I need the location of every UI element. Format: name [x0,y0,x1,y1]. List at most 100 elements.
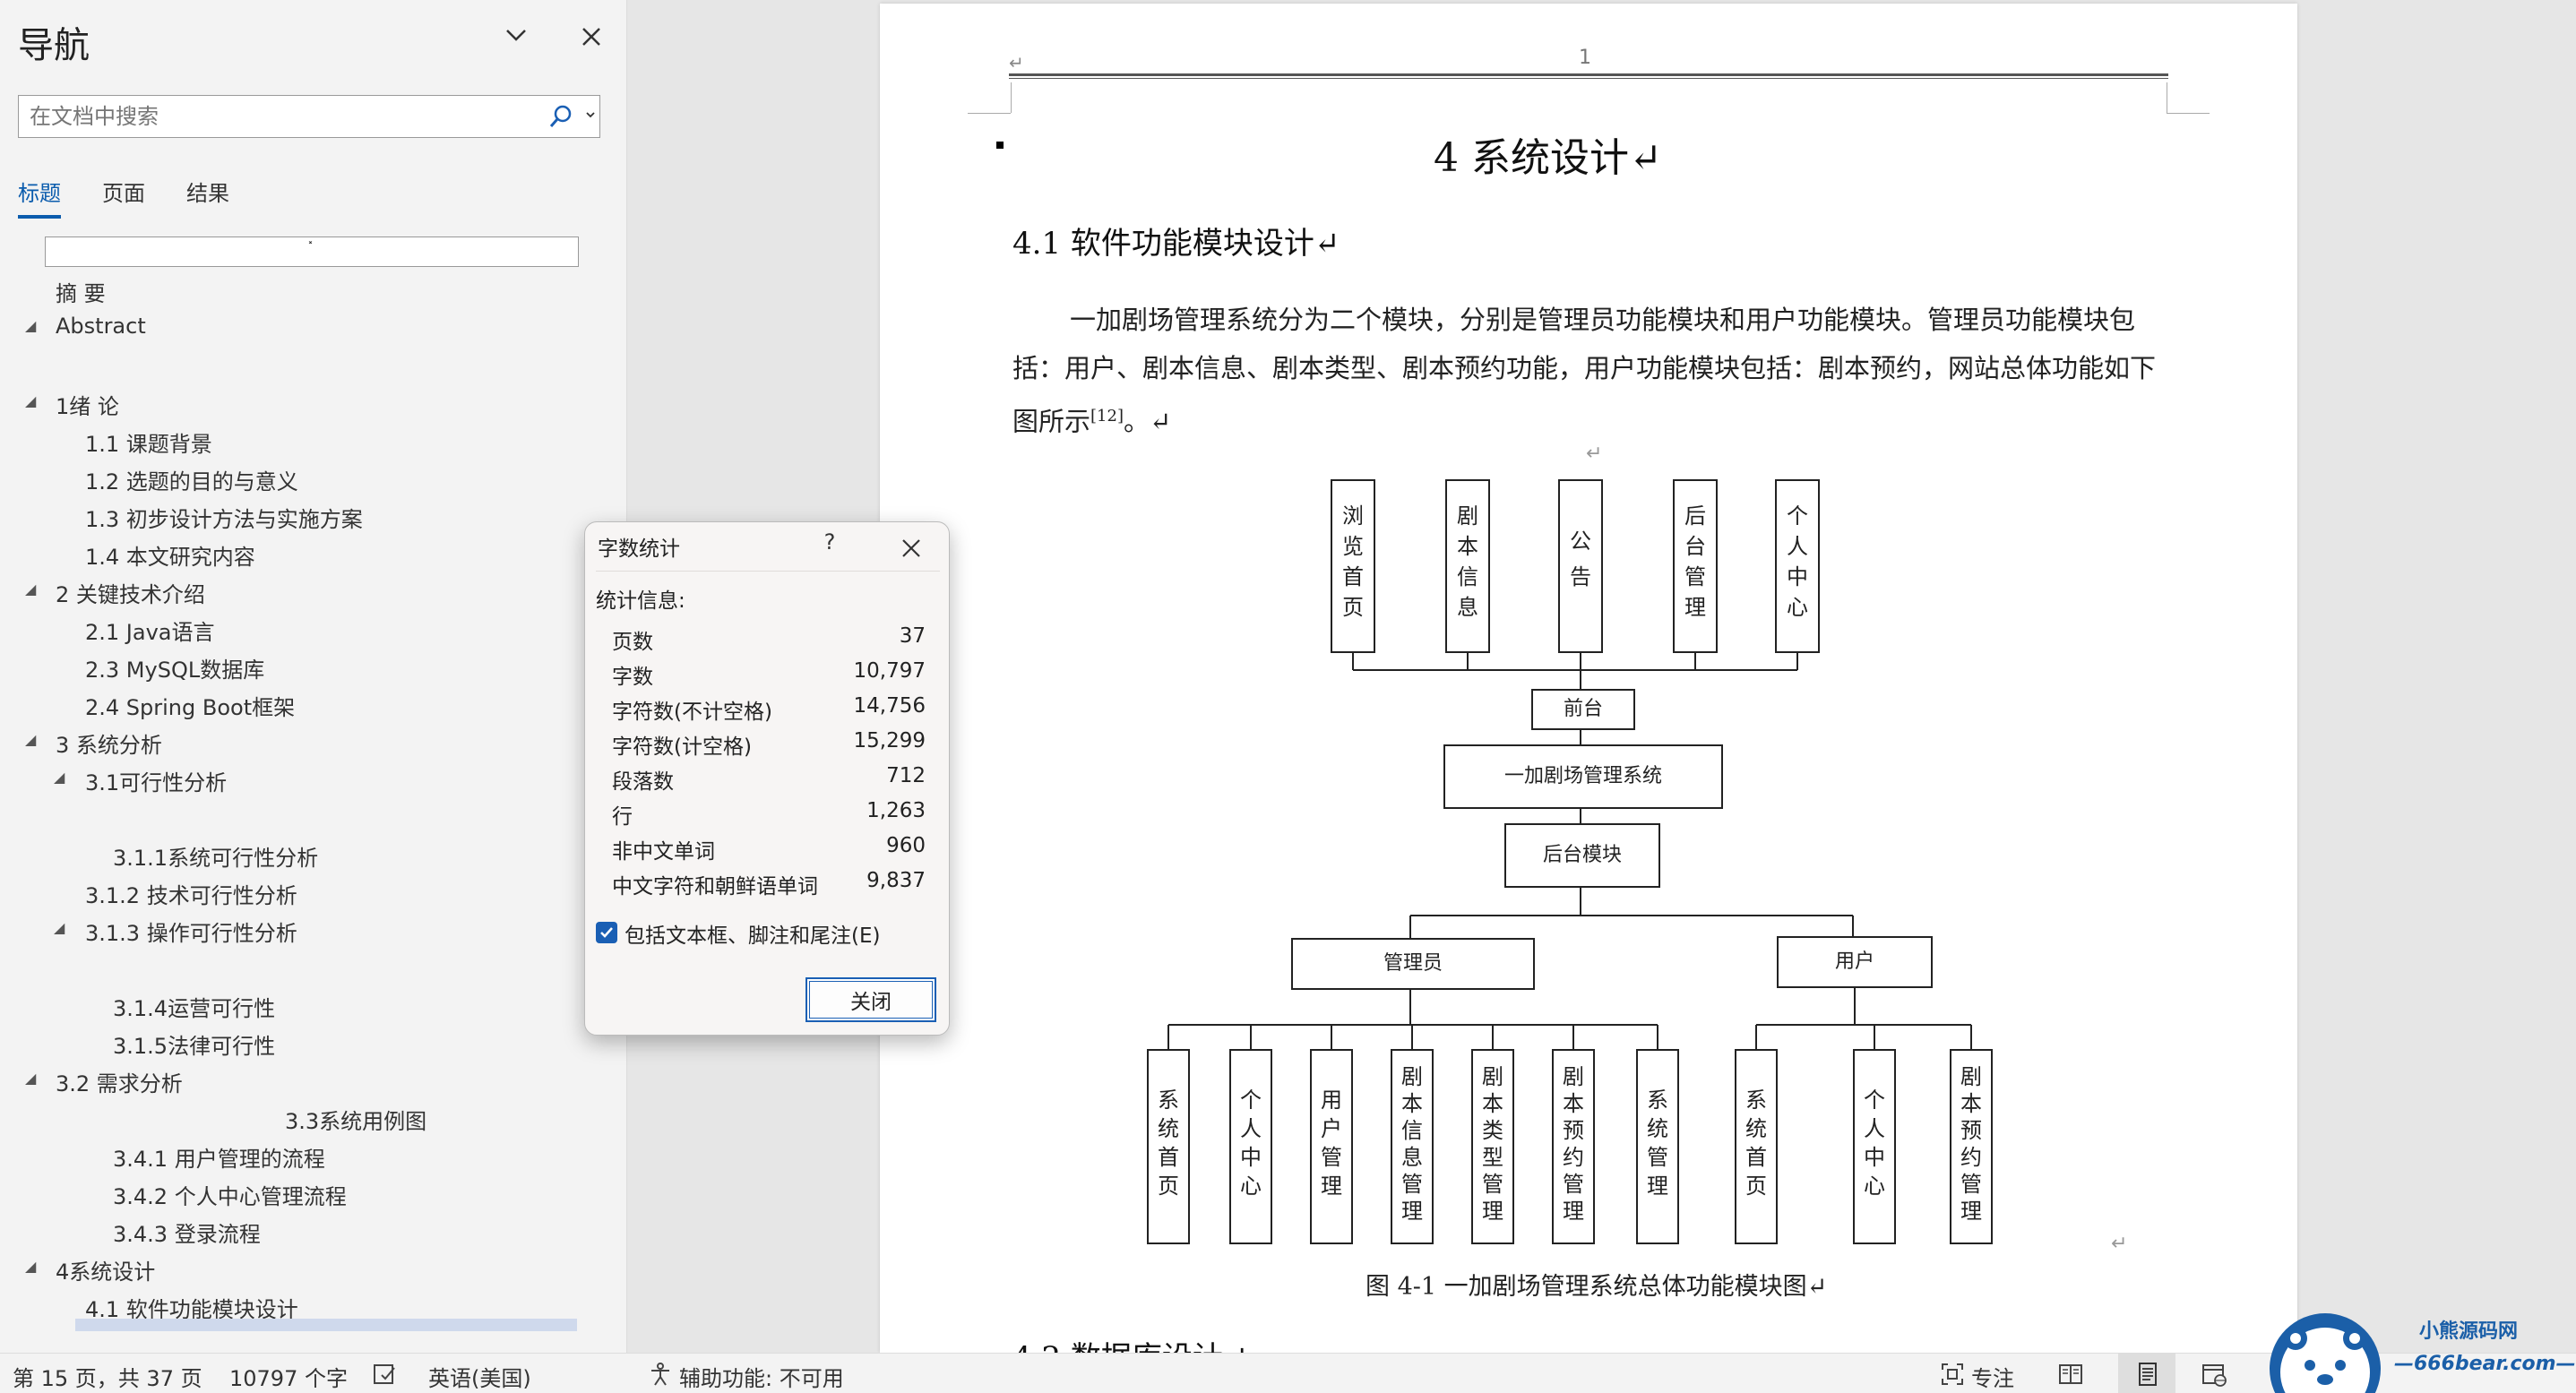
nav-heading-item[interactable]: 3.1.4运营可行性 [113,996,276,1021]
nav-heading-item[interactable]: 1绪 论 [56,394,119,419]
admin-module-box [1391,1049,1434,1244]
paragraph-end: 。↵ [1123,406,1172,437]
module-diagram: 浏览首页剧本信息公告后台管理个人中心前台一加剧场管理系统后台模块管理员用户系统首… [1147,479,1993,1244]
nav-heading-item[interactable]: 3.1.1系统可行性分析 [113,846,319,871]
nav-heading-item[interactable]: 3.2 需求分析 [56,1071,183,1096]
collapse-caret-icon[interactable]: ◢ [25,317,37,334]
help-button[interactable]: ? [823,529,836,555]
nav-heading-item[interactable]: Abstract [56,314,146,339]
user-module-box [1950,1049,1993,1244]
nav-heading-item[interactable]: 1.3 初步设计方法与实施方案 [85,507,363,532]
stat-value: 9,837 [866,869,926,892]
search-options-dropdown-icon[interactable] [585,107,596,124]
nav-heading-item[interactable]: 3.1.2 技术可行性分析 [85,883,297,908]
collapse-caret-icon[interactable]: ◢ [54,769,65,786]
accessibility-icon[interactable] [647,1361,674,1388]
tab-headings[interactable]: 标题 [18,176,61,219]
collapse-caret-icon[interactable]: ◢ [25,392,37,409]
nav-heading-item[interactable]: 3.1.5法律可行性 [113,1034,276,1059]
nav-heading-item[interactable]: 2 关键技术介绍 [56,582,205,607]
box-label: 用户 [1835,950,1874,973]
paragraph-mark: ↵ [2111,1233,2128,1255]
close-button[interactable]: 关闭 [806,977,936,1022]
front-module-box [1775,479,1820,653]
chevron-down-icon[interactable] [498,21,534,57]
front-module-box [1558,479,1603,653]
nav-heading-item[interactable]: 3.3系统用例图 [285,1109,427,1134]
dialog-title: 字数统计 [598,537,680,561]
web-layout-icon[interactable] [2201,1361,2227,1388]
stat-value: 712 [886,764,926,787]
collapse-caret-icon[interactable]: ◢ [25,731,37,748]
watermark-title: 小熊源码网 [2419,1320,2519,1343]
nav-heading-item[interactable]: 4系统设计 [56,1260,156,1285]
heading-bullet [996,142,1004,149]
nav-heading-item[interactable]: 1.1 课题背景 [85,432,212,457]
stat-value: 37 [899,624,926,648]
admin-module-box [1636,1049,1679,1244]
module-label: 剧本信息管理 [1401,1064,1423,1224]
stat-label: 中文字符和朝鲜语单词 [612,875,818,899]
crop-mark [2167,113,2210,114]
nav-heading-item[interactable]: 3.1.3 操作可行性分析 [85,921,297,946]
nav-heading-item[interactable]: 2.1 Java语言 [85,620,215,645]
box-label: 一加剧场管理系统 [1504,765,1662,787]
collapse-caret-icon[interactable]: ◢ [25,1258,37,1275]
collapse-caret-icon[interactable]: ◢ [25,580,37,598]
module-label: 个人中心 [1787,503,1808,620]
citation: [12] [1090,407,1124,426]
front-module-box [1673,479,1718,653]
header-rule-thin [1009,78,2168,79]
search-input[interactable] [19,96,538,137]
box-label: 前台 [1564,698,1603,720]
module-label: 浏览首页 [1342,503,1364,620]
close-icon[interactable] [573,21,609,57]
focus-mode[interactable]: 专注 [1971,1366,2014,1391]
tab-results[interactable]: 结果 [186,181,229,206]
word-count[interactable]: 10797 个字 [229,1366,348,1391]
collapse-caret-icon[interactable]: ◢ [54,919,65,936]
nav-heading-item[interactable]: 摘 要 [56,281,106,306]
proofing-icon[interactable] [371,1361,398,1388]
nav-heading-item[interactable]: 2.3 MySQL数据库 [85,658,265,683]
page-info[interactable]: 第 15 页，共 37 页 [13,1366,202,1391]
focus-icon[interactable] [1939,1361,1966,1388]
nav-heading-item[interactable]: 4.1 软件功能模块设计 [85,1297,298,1322]
watermark: 小熊源码网 —666bear.com— [2267,1310,2576,1393]
nav-heading-item[interactable]: 3.1可行性分析 [85,770,228,795]
print-layout-active [2118,1354,2175,1393]
nav-heading-item[interactable]: 2.4 Spring Boot框架 [85,695,296,720]
include-notes-checkbox[interactable] [596,922,617,943]
nav-heading-item[interactable]: 3.4.3 登录流程 [113,1222,261,1247]
front-box [1531,689,1635,730]
nav-heading-edit-box[interactable]: ˟ [45,236,579,267]
dialog-close-icon[interactable] [893,528,929,567]
box-label: 管理员 [1383,952,1443,975]
stat-label: 字符数(计空格) [612,735,752,759]
nav-heading-item[interactable]: 3.4.2 个人中心管理流程 [113,1184,347,1209]
nav-heading-item[interactable]: 1.2 选题的目的与意义 [85,469,298,494]
stat-label: 字数 [612,666,653,689]
figure-caption: 图 4-1 一加剧场管理系统总体功能模块图↵ [1366,1273,1828,1301]
language[interactable]: 英语(美国) [428,1366,531,1391]
nav-heading-item[interactable]: 3 系统分析 [56,733,162,758]
selected-heading-highlight [75,1319,577,1331]
nav-heading-item[interactable]: 3.4.1 用户管理的流程 [113,1147,325,1172]
module-label: 系统管理 [1647,1088,1668,1199]
stat-value: 15,299 [853,729,926,752]
module-label: 系统首页 [1158,1088,1179,1199]
search-icon[interactable] [547,103,574,130]
header-rule [1009,73,2168,76]
module-label: 个人中心 [1864,1088,1885,1199]
read-mode-icon[interactable] [2057,1361,2084,1388]
print-layout-icon[interactable] [2134,1361,2161,1388]
nav-heading-item[interactable]: 1.4 本文研究内容 [85,545,255,570]
admin-box [1291,938,1535,990]
tab-pages[interactable]: 页面 [102,181,145,206]
accessibility-status[interactable]: 辅助功能: 不可用 [679,1366,844,1391]
include-notes-label: 包括文本框、脚注和尾注(E) [625,924,881,948]
collapse-caret-icon[interactable]: ◢ [25,1070,37,1087]
